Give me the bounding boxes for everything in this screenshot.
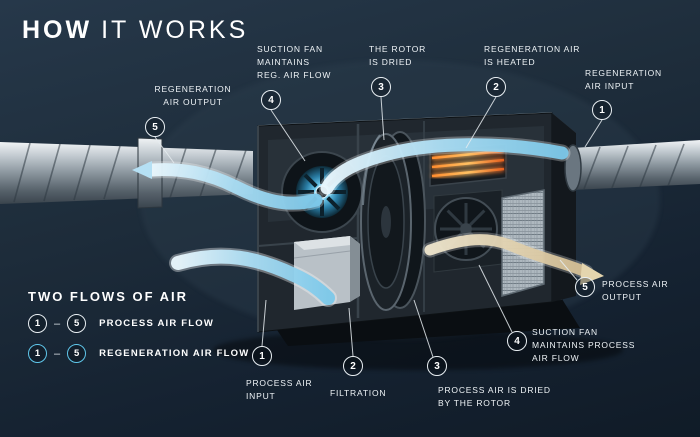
step-badge-process-air-input: 1 <box>252 346 272 366</box>
legend-range-dash: – <box>54 317 61 330</box>
rotor <box>360 131 426 311</box>
callout-label-regeneration-air-output: REGENERATION AIR OUTPUT <box>154 84 232 107</box>
filter-box <box>293 236 360 310</box>
callout-label-suction-fan-process: SUCTION FAN MAINTAINS PROCESS AIR FLOW <box>532 327 636 363</box>
legend-step-circle-to: 5 <box>67 344 87 363</box>
callout-label-suction-fan-reg: SUCTION FAN MAINTAINS REG. AIR FLOW <box>257 44 332 80</box>
step-badge-regeneration-air-heated: 2 <box>486 77 506 97</box>
step-badge-process-air-dried: 3 <box>427 356 447 376</box>
regeneration-air-outlet-ribbon <box>132 161 325 212</box>
legend-title: TWO FLOWS OF AIR <box>28 289 189 304</box>
legend-row-process: 1 – 5 PROCESS AIR FLOW <box>28 314 214 333</box>
callout-label-rotor-is-dried: THE ROTOR IS DRIED <box>369 44 427 67</box>
title-word-bold: HOW <box>22 16 93 44</box>
legend-step-circle-to: 5 <box>67 314 87 333</box>
step-badge-regeneration-air-output: 5 <box>145 117 165 137</box>
step-badge-suction-fan-process: 4 <box>507 331 527 351</box>
legend-step-circle-from: 1 <box>28 314 47 333</box>
legend-step-circle-from: 1 <box>28 344 47 363</box>
callout-label-regeneration-air-input: REGENERATION AIR INPUT <box>585 68 662 91</box>
regeneration-air-inlet-ribbon <box>318 136 571 197</box>
process-air-input-ribbon <box>169 247 337 307</box>
callout-label-process-air-input: PROCESS AIR INPUT <box>246 378 313 401</box>
legend-range-dash: – <box>54 347 61 360</box>
leader-lines <box>154 96 603 358</box>
step-badge-rotor-is-dried: 3 <box>371 77 391 97</box>
legend-row-label: REGENERATION AIR FLOW <box>99 348 250 359</box>
page-title: HOW IT WORKS <box>22 16 248 45</box>
step-badge-suction-fan-reg: 4 <box>261 90 281 110</box>
callout-label-filtration: FILTRATION <box>330 388 387 398</box>
callout-label-regeneration-air-heated: REGENERATION AIR IS HEATED <box>484 44 581 67</box>
step-badge-process-air-output: 5 <box>575 277 595 297</box>
callout-label-process-air-dried: PROCESS AIR IS DRIED BY THE ROTOR <box>438 385 551 408</box>
legend-row-label: PROCESS AIR FLOW <box>99 318 215 329</box>
step-badge-filtration: 2 <box>343 356 363 376</box>
legend-row-regeneration: 1 – 5 REGENERATION AIR FLOW <box>28 344 249 363</box>
title-word-rest: IT WORKS <box>101 16 249 44</box>
callout-label-process-air-output: PROCESS AIR OUTPUT <box>602 279 669 302</box>
process-fan-icon <box>433 189 503 273</box>
outlet-grille <box>501 189 545 297</box>
right-duct <box>572 140 700 190</box>
heater-icon <box>429 143 507 187</box>
step-badge-regeneration-air-input: 1 <box>592 100 612 120</box>
left-duct <box>0 137 253 209</box>
duct-flange <box>564 144 582 192</box>
